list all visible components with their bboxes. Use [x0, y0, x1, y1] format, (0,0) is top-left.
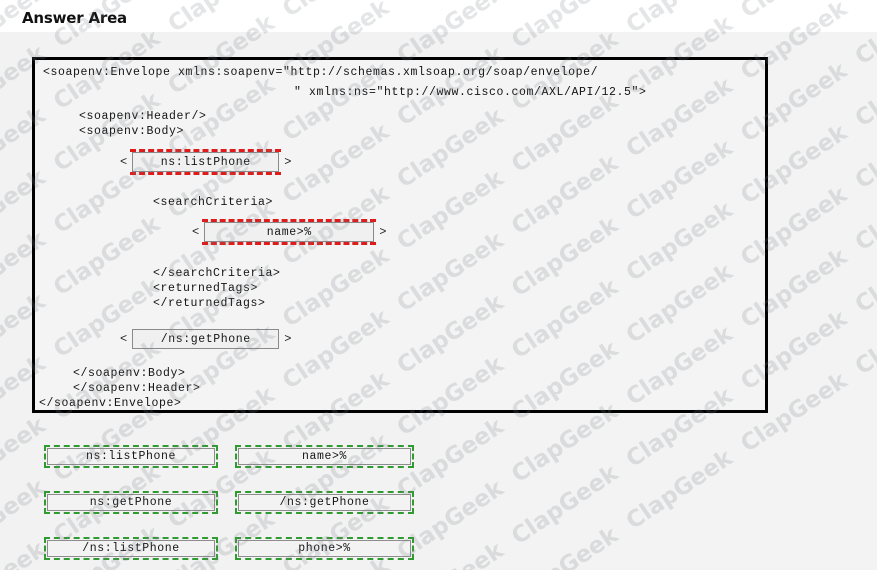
angle-close-bracket: >	[284, 155, 292, 169]
code-line: </searchCriteria>	[153, 267, 281, 280]
option-tile-t1[interactable]: ns:listPhone	[44, 445, 218, 468]
option-tile-surface[interactable]: ns:getPhone	[47, 494, 215, 511]
option-tile-surface[interactable]: phone>%	[238, 540, 411, 557]
code-line: <soapenv:Header/>	[79, 110, 207, 123]
drop-zone-dz3[interactable]: /ns:getPhone	[132, 329, 280, 349]
option-tile-label: phone>%	[298, 542, 351, 555]
angle-open-bracket: <	[120, 155, 128, 169]
option-tile-label: /ns:getPhone	[279, 496, 370, 509]
code-line: <soapenv:Envelope xmlns:soapenv="http://…	[43, 66, 599, 79]
code-line: </soapenv:Envelope>	[39, 397, 182, 410]
code-line: </soapenv:Body>	[73, 367, 186, 380]
drop-zone-row: < name>% >	[187, 219, 391, 245]
angle-close-bracket: >	[284, 332, 292, 346]
xml-code-block: <soapenv:Envelope xmlns:soapenv="http://…	[32, 57, 768, 413]
code-line: </soapenv:Header>	[73, 382, 201, 395]
option-tile-label: ns:listPhone	[85, 450, 176, 463]
drop-zone-value: /ns:getPhone	[160, 332, 251, 346]
code-line: <soapenv:Body>	[79, 125, 185, 138]
option-tile-t3[interactable]: ns:getPhone	[44, 491, 218, 514]
option-tile-t6[interactable]: phone>%	[235, 537, 414, 560]
option-tile-label: ns:getPhone	[89, 496, 173, 509]
drop-zone-row: < /ns:getPhone >	[115, 328, 296, 350]
option-tile-surface[interactable]: name>%	[238, 448, 411, 465]
option-tile-surface[interactable]: ns:listPhone	[47, 448, 215, 465]
drop-zone-value: name>%	[266, 225, 312, 239]
option-tile-t4[interactable]: /ns:getPhone	[235, 491, 414, 514]
angle-close-bracket: >	[379, 225, 387, 239]
drop-zone-value: ns:listPhone	[160, 155, 251, 169]
drop-zone-dz1[interactable]: ns:listPhone	[130, 149, 282, 175]
drop-zone-row: < ns:listPhone >	[115, 149, 296, 175]
angle-open-bracket: <	[192, 225, 200, 239]
drop-zone-dz2[interactable]: name>%	[202, 219, 377, 245]
code-line: <returnedTags>	[153, 282, 259, 295]
option-tile-t2[interactable]: name>%	[235, 445, 414, 468]
code-line: " xmlns:ns="http://www.cisco.com/AXL/API…	[294, 86, 647, 99]
option-tile-surface[interactable]: /ns:listPhone	[47, 540, 215, 557]
option-tile-label: name>%	[301, 450, 347, 463]
watermark-text: ClapGeek ClapGeek ClapGeek ClapGeek Clap…	[0, 0, 877, 22]
page-title: Answer Area	[22, 9, 127, 27]
code-line: <searchCriteria>	[153, 196, 274, 209]
angle-open-bracket: <	[120, 332, 128, 346]
code-line: </returnedTags>	[153, 297, 266, 310]
option-tile-t5[interactable]: /ns:listPhone	[44, 537, 218, 560]
option-tile-surface[interactable]: /ns:getPhone	[238, 494, 411, 511]
option-tile-label: /ns:listPhone	[82, 542, 180, 555]
